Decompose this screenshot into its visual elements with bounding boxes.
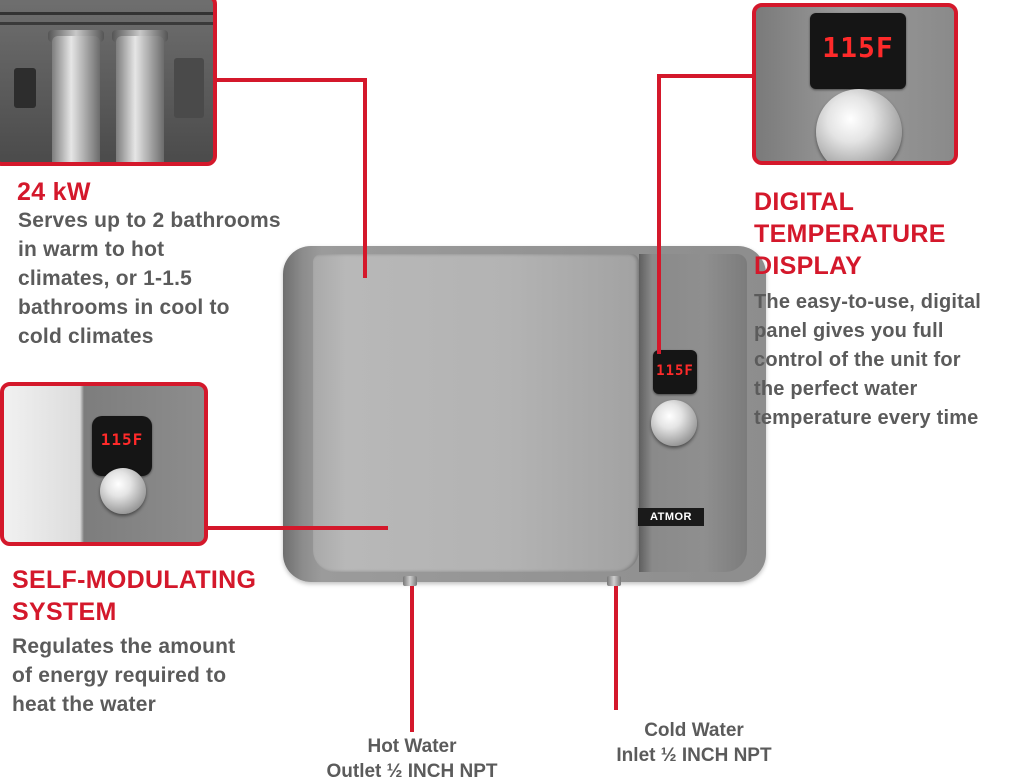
display-screen-side-view [92, 416, 152, 476]
wire-decoration [0, 12, 213, 15]
display-description-line: temperature every time [754, 407, 979, 429]
terminal-block-decoration [14, 68, 36, 108]
heater-temperature-reading: 115F [656, 363, 694, 379]
display-description-line: The easy-to-use, digital [754, 291, 982, 313]
wire-decoration [0, 22, 213, 25]
modulating-title: SELF-MODULATING SYSTEM [12, 564, 256, 628]
leader-line-cold-water [614, 586, 618, 710]
heating-chamber-cylinder-left [52, 36, 100, 162]
display-title-line: DISPLAY [754, 252, 863, 280]
modulating-description-line: Regulates the amount [12, 635, 236, 658]
hot-water-outlet-pipe [403, 576, 417, 586]
leader-line-display-horizontal [657, 74, 752, 78]
heater-temperature-knob [651, 400, 697, 446]
modulating-title-line: SELF-MODULATING [12, 566, 257, 594]
water-heater-unit: 115F ATMOR [283, 246, 766, 586]
modulating-title-line: SYSTEM [12, 598, 117, 626]
leader-line-modulating [208, 526, 388, 530]
leader-line-display-vertical [657, 74, 661, 354]
internals-inset-image [0, 0, 217, 166]
display-title-line: DIGITAL [754, 188, 855, 216]
temperature-reading-side-view: 115F [100, 430, 144, 449]
modulating-inset-image: 115F [0, 382, 208, 546]
cold-water-inlet-pipe [607, 576, 621, 586]
modulating-description-line: of energy required to [12, 664, 227, 687]
leader-line-power-vertical [363, 78, 367, 278]
cold-water-caption: Cold Water Inlet ½ INCH NPT [574, 718, 814, 768]
brand-logo: ATMOR [638, 508, 704, 526]
hot-water-caption-line: Outlet ½ INCH NPT [326, 761, 498, 782]
heating-chamber-cylinder-right [116, 36, 164, 162]
power-description-line: in warm to hot [18, 238, 165, 261]
power-description: Serves up to 2 bathrooms in warm to hot … [18, 206, 281, 351]
circuit-board-decoration [174, 58, 204, 118]
heater-front-cover [313, 254, 639, 572]
modulating-description-line: heat the water [12, 693, 157, 716]
modulating-description: Regulates the amount of energy required … [12, 632, 235, 719]
display-inset-image: 115F [752, 3, 958, 165]
power-description-line: cold climates [18, 325, 154, 348]
cold-water-caption-line: Cold Water [644, 720, 744, 741]
display-title-line: TEMPERATURE [754, 220, 946, 248]
hot-water-caption-line: Hot Water [367, 736, 457, 757]
leader-line-hot-water [410, 586, 414, 732]
power-description-line: climates, or 1-1.5 [18, 267, 193, 290]
display-description: The easy-to-use, digital panel gives you… [754, 288, 981, 433]
cold-water-caption-line: Inlet ½ INCH NPT [616, 745, 772, 766]
temperature-reading-closeup: 115F [822, 31, 894, 64]
display-description-line: the perfect water [754, 378, 918, 400]
power-description-line: bathrooms in cool to [18, 296, 230, 319]
display-description-line: control of the unit for [754, 349, 961, 371]
power-description-line: Serves up to 2 bathrooms [18, 209, 281, 232]
temperature-knob-side-view [100, 468, 146, 514]
display-description-line: panel gives you full [754, 320, 944, 342]
display-title: DIGITAL TEMPERATURE DISPLAY [754, 186, 946, 282]
display-screen-closeup [810, 13, 906, 89]
leader-line-power-horizontal [217, 78, 367, 82]
heater-display-screen [653, 350, 697, 394]
temperature-knob-closeup [816, 89, 902, 161]
hot-water-caption: Hot Water Outlet ½ INCH NPT [292, 734, 532, 784]
power-title: 24 kW [17, 178, 91, 206]
